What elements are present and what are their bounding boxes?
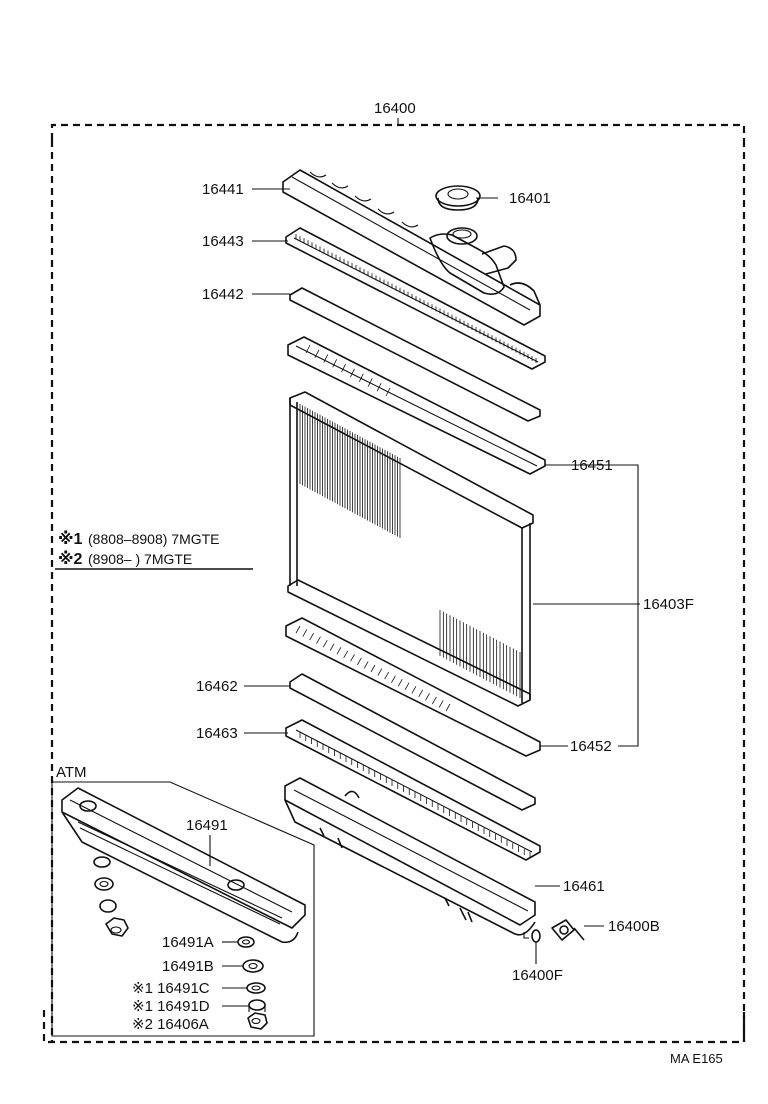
nut-16406A: [247, 1012, 268, 1030]
radiator-core: [287, 391, 534, 707]
washer-16491C: [246, 982, 266, 994]
upper-tank-o-ring: [289, 287, 541, 422]
callout-16403F: 16403F: [643, 596, 694, 613]
callout-16400F: 16400F: [512, 967, 563, 984]
legend-mark-2: ※2: [58, 550, 83, 568]
lower-tank-gasket: [285, 719, 541, 861]
atm-oil-cooler-box: [51, 781, 315, 1037]
callout-16491: 16491: [186, 817, 228, 834]
radiator-cap: [435, 185, 481, 211]
upper-tank-gasket: [285, 227, 546, 370]
callout-16463: 16463: [196, 725, 238, 742]
nut-16491D: [248, 999, 266, 1012]
callout-16491B: 16491B: [162, 958, 214, 975]
legend-mark-1: ※1: [58, 530, 83, 548]
radiator-upper-tank: [282, 169, 541, 326]
legend: ※1 (8808–8908) 7MGTE ※2 (8908– ) 7MGTE: [55, 530, 253, 570]
callout-16491D: ※1 16491D: [132, 998, 210, 1015]
lower-tank-o-ring: [289, 673, 536, 811]
callout-16451: 16451: [571, 457, 613, 474]
upper-seat-plate: [287, 336, 546, 475]
callout-16461: 16461: [563, 878, 605, 895]
callout-16491A: 16491A: [162, 934, 214, 951]
lower-seat-plate: [285, 617, 541, 757]
atm-oil-cooler: [61, 787, 306, 944]
atm-label: ATM: [56, 764, 87, 781]
callout-16443: 16443: [202, 233, 244, 250]
callout-16401: 16401: [509, 190, 551, 207]
radiator-lower-tank: [284, 777, 536, 936]
callout-16491C: ※1 16491C: [132, 980, 210, 997]
callout-16442: 16442: [202, 286, 244, 303]
legend-text-2: (8908– ) 7MGTE: [88, 551, 192, 567]
callout-16406A: ※2 16406A: [132, 1016, 209, 1033]
diagram-code: MA E165: [670, 1051, 723, 1066]
assembly-number-label: 16400: [374, 100, 416, 117]
assembly-border: [42, 118, 746, 1044]
legend-text-1: (8808–8908) 7MGTE: [88, 531, 220, 547]
callout-16462: 16462: [196, 678, 238, 695]
callout-16441: 16441: [202, 181, 244, 198]
washer-16491B: [242, 959, 264, 973]
washer-16491A: [237, 936, 255, 948]
callout-16452: 16452: [570, 738, 612, 755]
atm-washers: [93, 856, 129, 937]
drain-cock: [551, 919, 585, 941]
callout-labels: 16441 16401 16443 16442 16451 16403F 164…: [132, 181, 694, 1033]
leader-lines: [209, 188, 640, 1007]
callout-16400B: 16400B: [608, 918, 660, 935]
